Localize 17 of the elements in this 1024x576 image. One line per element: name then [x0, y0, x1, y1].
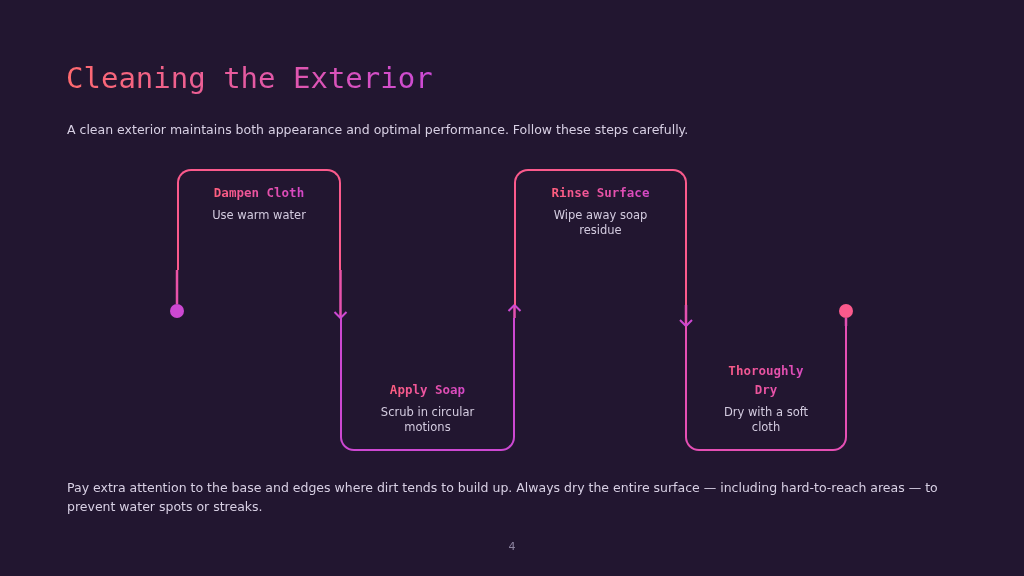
step-frame [514, 169, 687, 305]
connector-line [175, 270, 179, 304]
intro-text: A clean exterior maintains both appearance and optimal performance. Follow these steps carefully. [67, 121, 690, 139]
note-text: Pay extra attention to the base and edges where dirt tends to build up. Always dry the entire surface — including hard-to-reach areas — to prevent water spots or streaks. [67, 479, 939, 516]
step-description: Scrub in circular motions [379, 405, 476, 435]
step-frame [177, 169, 341, 270]
endpoint-dot [170, 304, 184, 318]
arrow [679, 305, 693, 327]
step-description: Dry with a soft cloth [722, 405, 810, 435]
step-frame [340, 318, 515, 451]
step-description: Wipe away soap residue [552, 208, 649, 238]
step-frame [685, 326, 847, 451]
page-number: 4 [507, 539, 517, 555]
step-description: Use warm water [212, 208, 306, 223]
arrow [333, 270, 348, 319]
arrow [507, 304, 522, 318]
endpoint-dot [839, 304, 853, 318]
